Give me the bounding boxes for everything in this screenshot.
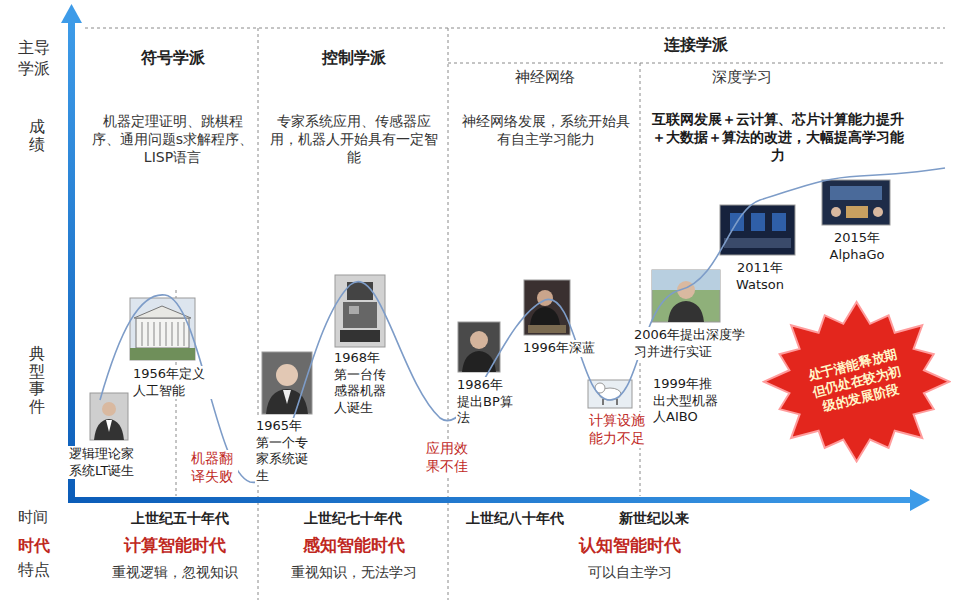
axis-vertical (68, 20, 75, 503)
photo-deepblue (524, 280, 570, 335)
photo-alphago (831, 207, 841, 217)
starburst-callout: 处于潜能释放期但仍处在较为初级的发展阶段 (762, 300, 951, 463)
photo-watson (724, 238, 791, 248)
axis-label: 成绩 (29, 118, 45, 153)
photo-bp (458, 322, 500, 372)
failure-note: 计算设施能力不足 (588, 412, 650, 448)
trend-curve (100, 168, 945, 482)
time-label: 新世纪以来 (598, 509, 710, 527)
axis-label: 主导学派 (18, 38, 52, 80)
era-label: 计算智能时代 (90, 534, 260, 556)
photo-deepblue (528, 325, 566, 333)
axis-label: 典型事件 (29, 345, 45, 415)
photo-robot (335, 275, 385, 347)
photo-watson (720, 205, 795, 255)
time-label: 上世纪七十年代 (268, 509, 438, 527)
photo-lt (90, 393, 128, 440)
photo-alphago (830, 186, 882, 200)
axis-label: 特点 (18, 560, 50, 581)
failure-note: 机器翻译失败 (190, 450, 238, 486)
grid-lines (85, 28, 945, 600)
photo-deep-learning (652, 270, 720, 322)
axis-label: 时间 (18, 508, 48, 528)
photo-bp (470, 331, 488, 349)
event-caption: 1999年推出犬型机器人AIBO (652, 376, 726, 426)
axis-label: 时代 (18, 536, 50, 557)
photo-robot (335, 275, 385, 347)
photo-expert (283, 390, 291, 404)
photo-alphago (873, 207, 883, 217)
sub-school-header: 深度学习 (642, 68, 842, 88)
photo-watson (720, 205, 795, 255)
photo-lt (94, 419, 124, 440)
axis-vertical (61, 4, 82, 503)
photo-robot (343, 302, 377, 328)
photo-deep-learning (652, 270, 720, 322)
photo-building (136, 318, 189, 348)
photo-deepblue (524, 280, 570, 335)
event-caption: 1996年深蓝 (522, 340, 598, 357)
photo-building (130, 348, 195, 360)
time-label: 上世纪五十年代 (100, 509, 260, 527)
photo-bp (458, 322, 500, 372)
axis-horizontal (910, 489, 930, 511)
event-caption: 2011年 Watson (728, 260, 792, 293)
feature-label: 重视知识，无法学习 (262, 563, 446, 581)
grid-lines (258, 28, 259, 600)
photo-deep-learning (668, 301, 704, 322)
axis-vertical (61, 4, 82, 23)
event-caption: 2015年 AlphaGo (818, 230, 896, 263)
achievement-text: 互联网发展＋云计算、芯片计算能力提升＋大数据＋算法的改进，大幅提高学习能力 (650, 110, 905, 165)
feature-label: 重视逻辑，忽视知识 (90, 563, 260, 581)
failure-note: 应用效果不佳 (425, 440, 473, 476)
event-caption: 1965年第一个专家系统诞生 (255, 418, 315, 485)
feature-label: 可以自主学习 (530, 563, 730, 581)
photo-alphago (822, 180, 890, 225)
event-caption: 1968年第一台传感器机器人诞生 (333, 350, 393, 417)
axis-horizontal (68, 497, 913, 503)
school-header: 控制学派 (262, 48, 446, 69)
era-label: 认知智能时代 (530, 534, 730, 556)
grid-lines (448, 63, 945, 64)
grid-lines (448, 28, 449, 600)
sub-school-header: 神经网络 (452, 68, 638, 88)
photo-watson (751, 213, 765, 231)
photo-deepblue (530, 307, 560, 325)
school-header: 符号学派 (88, 48, 258, 69)
event-caption: 2006年提出深度学习并进行实证 (633, 327, 757, 360)
photo-aibo (588, 380, 632, 408)
grid-lines (85, 28, 945, 29)
photo-building (142, 322, 184, 346)
axis-horizontal (68, 489, 930, 511)
photo-expert (276, 364, 298, 386)
photo-lt (102, 402, 116, 416)
photo-lt (90, 393, 128, 440)
achievement-text: 机器定理证明、跳棋程序、通用问题s求解程序、LISP语言 (90, 112, 255, 167)
era-label: 感知智能时代 (262, 534, 446, 556)
event-caption: 逻辑理论家系统LT诞生 (68, 446, 142, 479)
photo-alphago (846, 206, 868, 218)
event-caption: 1956年定义人工智能 (132, 366, 219, 399)
photo-aibo (588, 380, 632, 408)
achievement-text: 专家系统应用、传感器应用，机器人开始具有一定智能 (264, 112, 444, 167)
time-label: 上世纪八十年代 (455, 509, 575, 527)
event-caption: 1986年提出BP算法 (456, 377, 516, 427)
achievement-text: 神经网络发展，系统开始具有自主学习能力 (456, 112, 636, 148)
photo-watson (772, 213, 786, 231)
photo-lt (106, 420, 112, 432)
photo-robot (349, 306, 359, 314)
starburst-shape (764, 302, 949, 461)
photo-alphago (822, 180, 890, 225)
photo-robot (340, 330, 380, 342)
school-header: 连接学派 (452, 35, 940, 56)
